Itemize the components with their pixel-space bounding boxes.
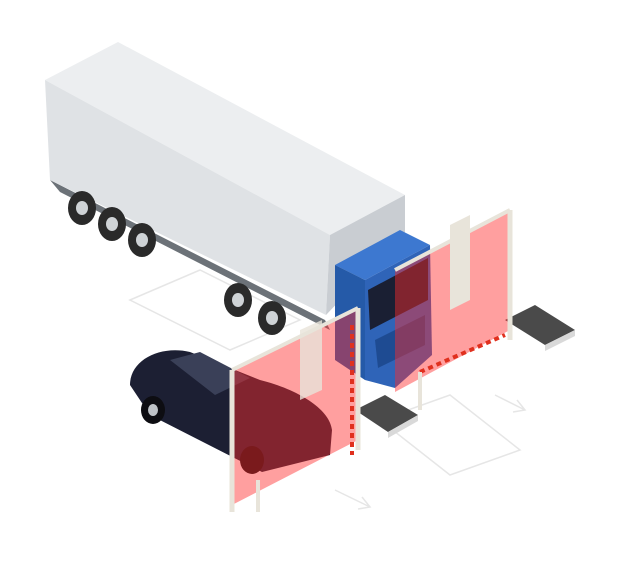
cab-grille: [375, 315, 425, 368]
trailer-side: [45, 80, 330, 315]
ground-pad-left-edge: [388, 415, 418, 438]
trailer-top: [45, 42, 405, 235]
scanner-gate-left: [229, 306, 361, 512]
ground-pad-left: [355, 395, 418, 432]
scanner-gate-right: [394, 208, 513, 410]
car-wheel: [240, 446, 264, 474]
cab-windshield: [368, 258, 428, 330]
barrier-arm-right: [419, 333, 506, 374]
ground-markings: [128, 269, 527, 510]
ground-pad-right-edge: [545, 330, 575, 351]
trailer-wheels: [68, 191, 286, 335]
ground-pad-right: [505, 305, 575, 345]
